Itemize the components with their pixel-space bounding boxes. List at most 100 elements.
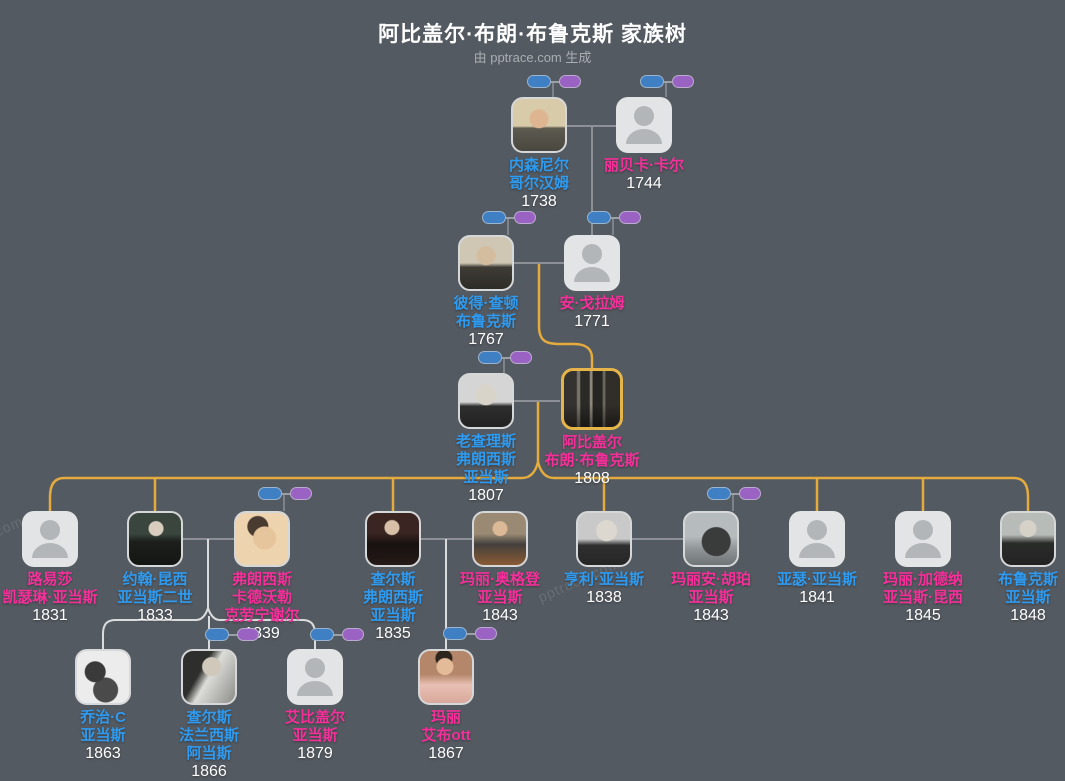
- father-pill-icon[interactable]: [587, 211, 611, 224]
- person-year: 1808: [574, 470, 610, 487]
- person-john-quincy-ii: 约翰·昆西 亚当斯二世 1833: [85, 511, 225, 625]
- person-photo[interactable]: [418, 649, 474, 705]
- person-photo[interactable]: [576, 511, 632, 567]
- father-pill-icon[interactable]: [205, 628, 229, 641]
- person-year: 1807: [468, 487, 504, 504]
- person-placeholder-avatar[interactable]: [616, 97, 672, 153]
- father-pill-icon[interactable]: [482, 211, 506, 224]
- father-pill-icon[interactable]: [310, 628, 334, 641]
- person-photo[interactable]: [1000, 511, 1056, 567]
- person-george-c: 乔治·C 亚当斯 1863: [33, 649, 173, 763]
- person-name: 内森尼尔: [508, 157, 569, 174]
- collapsed-parents-toggle[interactable]: [443, 627, 497, 640]
- person-photo[interactable]: [511, 97, 567, 153]
- focal-lineage-lines: [48, 264, 1030, 511]
- person-name: 亨利·亚当斯: [564, 571, 644, 588]
- father-pill-icon[interactable]: [640, 75, 664, 88]
- person-abigail-brooks-focal: 阿比盖尔 布朗·布鲁克斯 1808: [522, 368, 662, 488]
- person-henry-adams: 亨利·亚当斯 1838: [534, 511, 674, 607]
- person-year: 1767: [468, 331, 504, 348]
- person-photo-highlighted[interactable]: [561, 368, 623, 430]
- person-year: 1866: [191, 763, 227, 780]
- person-mary-ogden: 玛丽·奥格登 亚当斯 1843: [430, 511, 570, 625]
- person-ann-gorham: 安·戈拉姆 1771: [522, 235, 662, 331]
- collapsed-parents-toggle[interactable]: [482, 211, 536, 224]
- person-photo[interactable]: [458, 373, 514, 429]
- person-photo[interactable]: [683, 511, 739, 567]
- pill-link: [731, 492, 739, 495]
- person-name: 亚当斯: [80, 727, 126, 744]
- pill-link: [551, 80, 559, 83]
- father-pill-icon[interactable]: [527, 75, 551, 88]
- pill-link: [506, 216, 514, 219]
- person-name: 艾比盖尔: [284, 709, 345, 726]
- person-photo[interactable]: [472, 511, 528, 567]
- collapsed-parents-toggle[interactable]: [205, 628, 259, 641]
- mother-pill-icon[interactable]: [237, 628, 259, 641]
- person-photo[interactable]: [127, 511, 183, 567]
- mother-pill-icon[interactable]: [739, 487, 761, 500]
- father-pill-icon[interactable]: [707, 487, 731, 500]
- person-placeholder-avatar[interactable]: [22, 511, 78, 567]
- person-frances-cadwalader: 弗朗西斯 卡德沃勒 克劳宁谢尔 1839: [192, 511, 332, 643]
- person-photo[interactable]: [234, 511, 290, 567]
- person-name: 亚当斯: [463, 469, 509, 486]
- person-photo[interactable]: [365, 511, 421, 567]
- mother-pill-icon[interactable]: [510, 351, 532, 364]
- person-charles-sr: 老查理斯 弗朗西斯 亚当斯 1807: [416, 373, 556, 505]
- person-name: 阿当斯: [186, 745, 232, 762]
- collapsed-parents-toggle[interactable]: [640, 75, 694, 88]
- person-placeholder-avatar[interactable]: [895, 511, 951, 567]
- mother-pill-icon[interactable]: [342, 628, 364, 641]
- person-year: 1863: [85, 745, 121, 762]
- collapsed-parents-toggle[interactable]: [258, 487, 312, 500]
- person-peter-chardon: 彼得·查顿 布鲁克斯 1767: [416, 235, 556, 349]
- person-louisa: 路易莎 凯瑟琳·亚当斯 1831: [0, 511, 120, 625]
- mother-pill-icon[interactable]: [514, 211, 536, 224]
- pill-stub-lines: [283, 81, 734, 511]
- person-photo[interactable]: [181, 649, 237, 705]
- person-year: 1879: [297, 745, 333, 762]
- pill-link: [611, 216, 619, 219]
- person-name: 乔治·C: [80, 709, 126, 726]
- person-name: 亚当斯二世: [117, 589, 193, 606]
- person-year: 1838: [586, 589, 622, 606]
- collapsed-parents-toggle[interactable]: [310, 628, 364, 641]
- person-abigail-adams: 艾比盖尔 亚当斯 1879: [245, 649, 385, 763]
- person-name: 亚当斯: [370, 607, 416, 624]
- mother-pill-icon[interactable]: [619, 211, 641, 224]
- person-name: 约翰·昆西: [122, 571, 188, 588]
- person-placeholder-avatar[interactable]: [287, 649, 343, 705]
- person-photo[interactable]: [75, 649, 131, 705]
- person-name: 凯瑟琳·亚当斯: [2, 589, 98, 606]
- person-arthur-adams: 亚瑟·亚当斯 1841: [747, 511, 887, 607]
- person-year: 1835: [375, 625, 411, 642]
- pill-link: [229, 633, 237, 636]
- person-name: 布朗·布鲁克斯: [544, 452, 640, 469]
- mother-pill-icon[interactable]: [290, 487, 312, 500]
- person-photo[interactable]: [458, 235, 514, 291]
- person-placeholder-avatar[interactable]: [789, 511, 845, 567]
- person-mary-gardner: 玛丽·加德纳 亚当斯·昆西 1845: [853, 511, 993, 625]
- person-name: 克劳宁谢尔: [224, 607, 300, 624]
- father-pill-icon[interactable]: [478, 351, 502, 364]
- father-pill-icon[interactable]: [443, 627, 467, 640]
- mother-pill-icon[interactable]: [672, 75, 694, 88]
- person-year: 1843: [693, 607, 729, 624]
- collapsed-parents-toggle[interactable]: [527, 75, 581, 88]
- collapsed-parents-toggle[interactable]: [478, 351, 532, 364]
- person-name: 布鲁克斯: [997, 571, 1058, 588]
- person-placeholder-avatar[interactable]: [564, 235, 620, 291]
- person-year: 1831: [32, 607, 68, 624]
- person-year: 1867: [428, 745, 464, 762]
- collapsed-parents-toggle[interactable]: [587, 211, 641, 224]
- person-name: 玛丽·奥格登: [460, 571, 540, 588]
- person-year: 1771: [574, 313, 610, 330]
- father-pill-icon[interactable]: [258, 487, 282, 500]
- pill-link: [467, 632, 475, 635]
- mother-pill-icon[interactable]: [559, 75, 581, 88]
- collapsed-parents-toggle[interactable]: [707, 487, 761, 500]
- person-name: 亚当斯: [1005, 589, 1051, 606]
- mother-pill-icon[interactable]: [475, 627, 497, 640]
- person-name: 阿比盖尔: [561, 434, 622, 451]
